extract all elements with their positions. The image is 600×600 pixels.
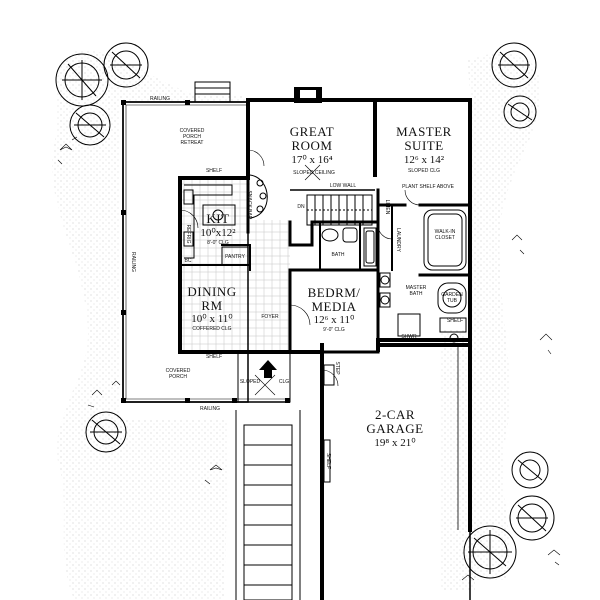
railing-label: RAILING (200, 406, 220, 412)
tree-icon (463, 525, 517, 579)
covered-porch-retreat-label: PORCH (183, 134, 201, 140)
walk-in-closet-label: WALK-IN (435, 229, 456, 235)
tree-icon (103, 42, 149, 88)
dn-label: DN (297, 204, 305, 210)
shelf-label: SHELF (206, 354, 222, 360)
pantry-label: PANTRY (225, 254, 245, 260)
walk-in-closet-label: CLOSET (435, 235, 455, 241)
master-suite-dims: 12⁶ x 14² (404, 154, 445, 166)
railing-label: RAILING (150, 96, 170, 102)
shelf-label: SHELF (447, 318, 463, 324)
rear-steps (194, 81, 231, 103)
entry-arrow-icon (259, 360, 277, 378)
master-suite-label: MASTER (396, 124, 452, 139)
bedroom-dims: 12⁶ x 11⁰ (314, 314, 355, 326)
kitchen-dims: 10⁰x12² (200, 227, 236, 239)
covered-porch-label: COVERED (166, 368, 191, 374)
sloped-clg-label: CLG (279, 379, 289, 385)
step-box (323, 364, 335, 386)
kitchen-tile-floor (180, 178, 250, 268)
steps-side-walls (235, 410, 301, 600)
garage-label: GARAGE (366, 421, 423, 436)
door-swings (179, 149, 421, 387)
low-wall-label: LOW WALL (330, 183, 356, 189)
snack-bar (249, 174, 268, 219)
shower-label: SHWR (401, 334, 417, 340)
bedroom-label: BEDRM/ (308, 285, 361, 300)
master-suite-label: SUITE (404, 138, 443, 153)
tree-icon (491, 42, 537, 88)
master-suite-sub: SLOPED CLG (408, 168, 440, 174)
snack-bar-label: SNACK BAR (246, 191, 252, 220)
great-room-label: GREAT (290, 124, 334, 139)
master-bath-label: BATH (410, 291, 423, 297)
linen-label: LINEN (384, 200, 390, 215)
dining-sub: COFFERED CLG (192, 326, 231, 332)
garage-label: 2-CAR (375, 407, 415, 422)
bedroom-label: MEDIA (311, 299, 356, 314)
sloped-clg-label: SLOPED (240, 379, 261, 385)
foyer-tile-floor (250, 220, 290, 350)
dining-tile-floor (180, 265, 250, 350)
tree-icon (511, 451, 549, 489)
slope-marker (254, 164, 321, 396)
plant-shelf-label: PLANT SHELF ABOVE (402, 184, 455, 190)
bedroom-sub: 9'-0" CLG (323, 327, 345, 333)
bath-label: BATH (332, 252, 345, 258)
garden-tub-icon (437, 282, 467, 314)
covered-porch-retreat-label: COVERED (180, 128, 205, 134)
railing-label: RAILING (130, 252, 136, 272)
walk-in-closet (423, 209, 467, 271)
laundry-label: LAUNDRY (395, 228, 401, 252)
great-room-label: ROOM (291, 138, 332, 153)
pantry-box (221, 246, 249, 266)
master-bath-label: MASTER (406, 285, 427, 291)
master-bath-fixtures (397, 313, 467, 343)
bath-fixtures (321, 227, 377, 267)
shrub-icon (57, 136, 561, 581)
dining-dims: 10⁰ x 11⁰ (191, 313, 233, 325)
tree-icon (503, 95, 537, 129)
shelf-label: SHELF (206, 168, 222, 174)
front-steps (243, 424, 293, 600)
great-room-dims: 17⁰ x 16⁴ (291, 154, 332, 166)
garden-tub-label: TUB (447, 298, 458, 304)
bc-label: BC (185, 258, 192, 264)
covered-porch-label: PORCH (169, 374, 187, 380)
stair (306, 194, 373, 226)
kitchen-sub: 8'-0" CLG (207, 240, 229, 246)
fireplace-icon (294, 87, 322, 103)
shelf-label: SHELF (325, 453, 331, 469)
tree-icon (509, 495, 555, 541)
refrig-label: REFRIG (185, 225, 191, 244)
dining-label: DINING (187, 284, 236, 299)
foyer-label: FOYER (261, 314, 279, 320)
dining-label: RM (201, 298, 222, 313)
tree-icon (85, 411, 127, 453)
step-label: STEP (334, 361, 340, 375)
tree-icon (69, 104, 111, 146)
tree-icon (55, 53, 109, 107)
interior-walls (179, 98, 472, 354)
garden-tub-label: GARDEN (441, 292, 463, 298)
covered-porch-retreat-label: RETREAT (181, 140, 204, 146)
garage-shelf (323, 439, 331, 483)
garage-walls (320, 345, 471, 600)
kitchen-label: KIT (206, 211, 229, 226)
garage-dims: 19⁸ x 21⁰ (374, 437, 416, 449)
great-room-sub: SLOPED CEILING (293, 170, 335, 176)
porch-posts (121, 100, 290, 403)
kitchen-counters (183, 184, 236, 259)
laundry-machines (379, 272, 391, 308)
